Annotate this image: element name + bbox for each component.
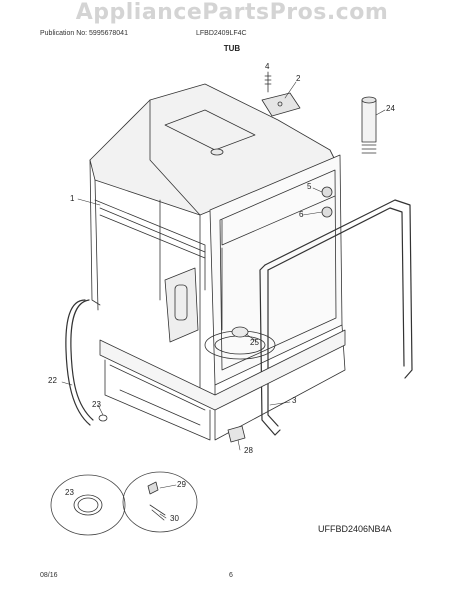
callout-23: 23 (92, 400, 101, 409)
door-gasket (259, 199, 413, 436)
tub-body (89, 83, 341, 411)
part-5-plug (321, 186, 333, 198)
model-number: LFBD2409LF4C (196, 30, 247, 37)
callout-24: 24 (386, 104, 395, 113)
callout-4: 4 (265, 62, 270, 71)
callout-1: 1 (70, 194, 75, 203)
publication-number: Publication No: 5995678041 (40, 30, 128, 37)
leader-lines (61, 81, 386, 519)
part-28-switch (227, 425, 246, 443)
callout-6: 6 (299, 210, 304, 219)
callout-29: 29 (177, 480, 186, 489)
part-22-hose (65, 299, 94, 426)
sensor-detail-inset (122, 471, 198, 533)
callout-28: 28 (244, 446, 253, 455)
part-25-float (231, 326, 249, 338)
tub-base-frame (99, 329, 346, 441)
callout-5: 5 (307, 182, 312, 191)
callout-25: 25 (250, 338, 259, 347)
part-23-clamp (98, 414, 108, 422)
diagram-code: UFFBD2406NB4A (318, 524, 392, 534)
callout-23-detail: 23 (65, 488, 74, 497)
section-title: TUB (223, 44, 241, 53)
callout-3: 3 (292, 396, 297, 405)
part-6-plug (321, 206, 333, 218)
callout-22: 22 (48, 376, 57, 385)
part-4-screw (264, 71, 272, 93)
callout-2: 2 (296, 74, 301, 83)
footer-page-number: 6 (229, 572, 233, 579)
callout-30: 30 (170, 514, 179, 523)
part-24-vent (361, 96, 377, 154)
part-2-bracket (261, 92, 301, 117)
footer-date: 08/16 (40, 572, 58, 579)
dispenser-housing (164, 267, 199, 343)
clamp-detail-inset (50, 474, 126, 536)
watermark-text: AppliancePartsPros.com (75, 0, 389, 25)
